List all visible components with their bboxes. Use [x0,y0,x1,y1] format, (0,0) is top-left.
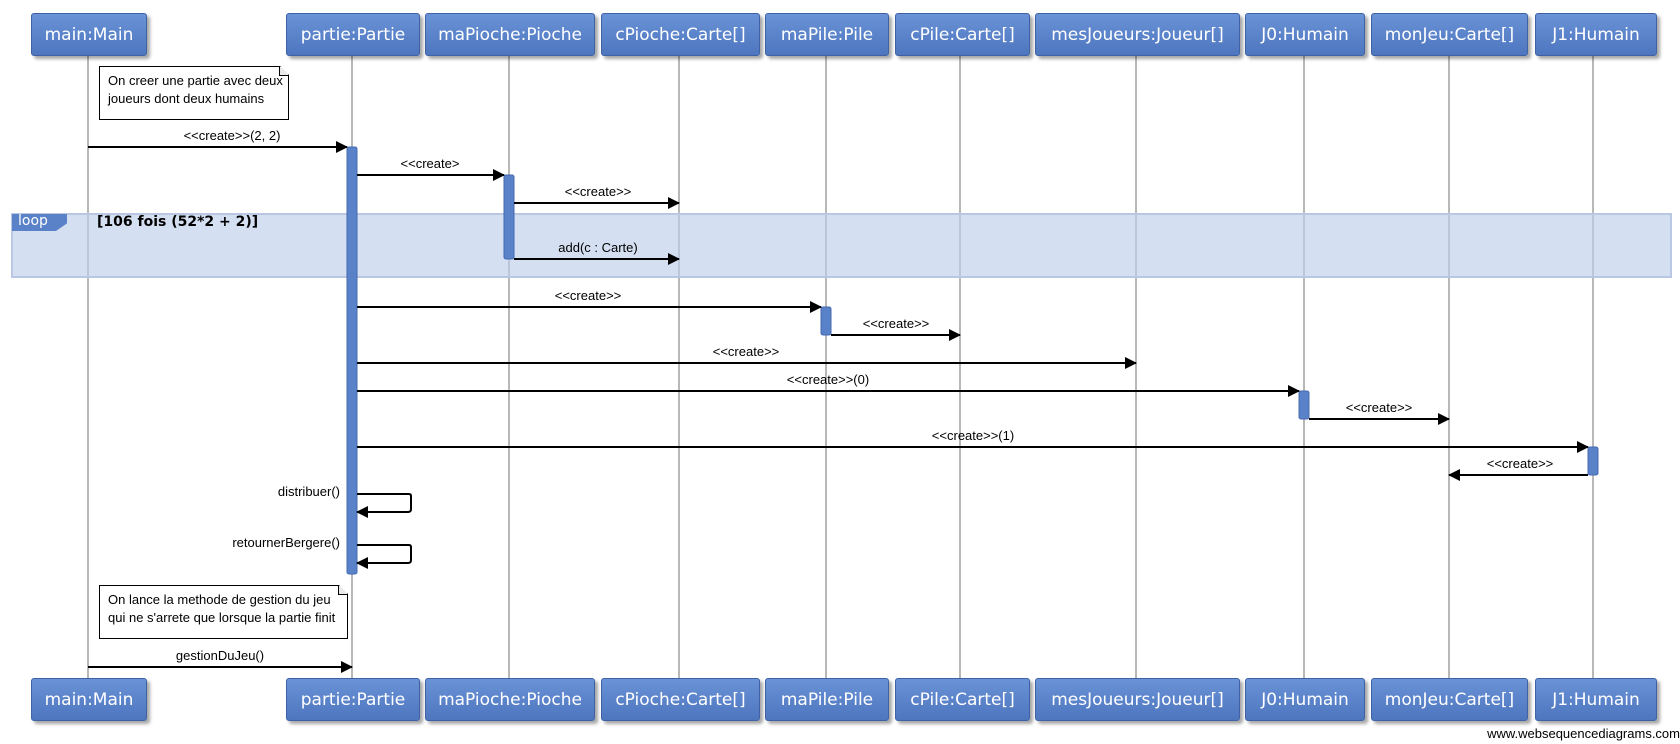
message-label: distribuer() [277,484,340,499]
participant-label: mesJoueurs:Joueur[] [1051,689,1224,710]
message-label: gestionDuJeu() [175,648,265,663]
message-label: <<create>> [712,344,780,359]
participant-label: J1:Humain [1552,689,1640,710]
participant-maPioche-bottom: maPioche:Pioche [425,678,595,721]
participant-maPioche-top: maPioche:Pioche [425,13,595,56]
note-line: On lance la methode de gestion du jeu [108,592,331,607]
participant-maPile-top: maPile:Pile [765,13,889,56]
participant-J0-top: J0:Humain [1245,13,1365,56]
message-label: <<create> [400,156,460,171]
note-game-management: On lance la methode de gestion du jeu qu… [99,585,348,639]
participant-partie-top: partie:Partie [286,13,420,56]
participant-cPioche-top: cPioche:Carte[] [601,13,760,56]
participant-main-bottom: main:Main [31,678,147,721]
participant-label: monJeu:Carte[] [1384,689,1515,710]
participant-cPile-top: cPile:Carte[] [895,13,1030,56]
loop-tag: loop [12,214,67,231]
watermark: www.websequencediagrams.com [1487,726,1680,741]
participant-label: cPioche:Carte[] [615,24,746,45]
participant-label: cPile:Carte[] [910,689,1015,710]
participant-cPile-bottom: cPile:Carte[] [895,678,1030,721]
loop-fragment [11,213,1672,278]
participant-label: main:Main [44,24,134,45]
participant-J1-top: J1:Humain [1535,13,1657,56]
participant-mesJoueurs-top: mesJoueurs:Joueur[] [1035,13,1240,56]
message-label: <<create>> [554,288,622,303]
participant-label: J0:Humain [1261,689,1349,710]
loop-tag-label: loop [18,213,48,229]
participant-label: J1:Humain [1552,24,1640,45]
participant-label: partie:Partie [300,24,406,45]
participant-label: maPile:Pile [780,24,874,45]
message-label: <<create>>(0) [786,372,870,387]
message-label: <<create>>(1) [931,428,1015,443]
note-line: qui ne s'arrete que lorsque la partie fi… [108,610,336,625]
participant-label: cPile:Carte[] [910,24,1015,45]
participant-partie-bottom: partie:Partie [286,678,420,721]
loop-guard: [106 fois (52*2 + 2)] [97,214,259,230]
participant-label: partie:Partie [300,689,406,710]
participant-label: monJeu:Carte[] [1384,24,1515,45]
activation-J0 [1298,390,1310,420]
participant-cPioche-bottom: cPioche:Carte[] [601,678,760,721]
participant-monJeu-top: monJeu:Carte[] [1371,13,1528,56]
note-line: joueurs dont deux humains [108,91,265,106]
message-label: retournerBergere() [232,535,340,550]
activation-maPile [820,306,832,336]
participant-mesJoueurs-bottom: mesJoueurs:Joueur[] [1035,678,1240,721]
participant-monJeu-bottom: monJeu:Carte[] [1371,678,1528,721]
message-label: <<create>> [564,184,632,199]
message-label: <<create>> [1345,400,1413,415]
participant-label: cPioche:Carte[] [615,689,746,710]
message-arrow-partie-to-partie [356,544,412,569]
message-arrow-partie-to-partie [356,493,412,518]
activation-partie [346,146,358,575]
participant-J1-bottom: J1:Humain [1535,678,1657,721]
participant-J0-bottom: J0:Humain [1245,678,1365,721]
participant-label: maPioche:Pioche [438,689,582,710]
activation-J1 [1587,446,1599,476]
note-line: On creer une partie avec deux [108,73,283,88]
participant-maPile-bottom: maPile:Pile [765,678,889,721]
participant-label: maPile:Pile [780,689,874,710]
message-label: <<create>> [1486,456,1554,471]
message-label: <<create>>(2, 2) [183,128,281,143]
activation-maPioche [503,174,515,260]
message-label: add(c : Carte) [558,240,638,255]
message-label: <<create>> [862,316,930,331]
participant-label: mesJoueurs:Joueur[] [1051,24,1224,45]
participant-label: J0:Humain [1261,24,1349,45]
note-create-game: On creer une partie avec deux joueurs do… [99,66,289,120]
participant-label: main:Main [44,689,134,710]
participant-main-top: main:Main [31,13,147,56]
participant-label: maPioche:Pioche [438,24,582,45]
